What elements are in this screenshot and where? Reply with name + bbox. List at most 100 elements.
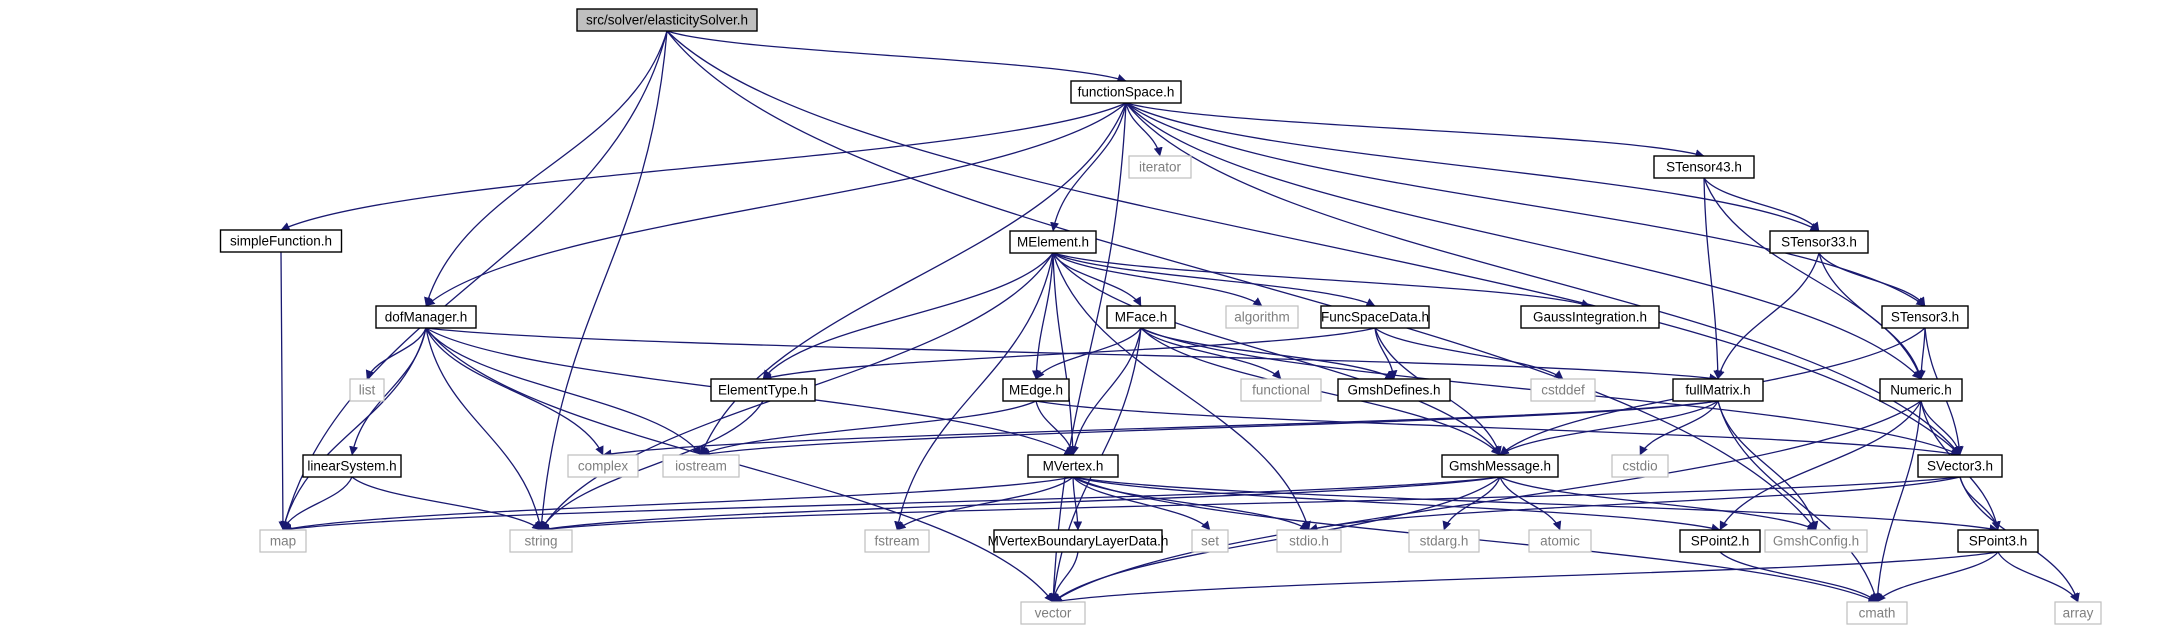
edge-gmshmessage-to-atomic — [1499, 476, 1562, 531]
edge-dofmanager-to-complex — [425, 327, 604, 456]
edge-functionspace-to-melement — [1050, 102, 1127, 232]
node-label-functional: functional — [1252, 383, 1310, 398]
edge-dofmanager-to-list — [365, 327, 427, 380]
edge-medge-to-mvertex — [1035, 400, 1076, 456]
node-simplefunction[interactable]: simpleFunction.h — [219, 229, 343, 253]
node-spoint2[interactable]: SPoint2.h — [1679, 529, 1761, 553]
node-box-list — [349, 378, 385, 402]
node-label-atomic: atomic — [1540, 534, 1580, 549]
edge-melement-to-fstream — [894, 252, 1054, 531]
node-label-gmshdefines: GmshDefines.h — [1347, 383, 1440, 398]
node-label-set: set — [1201, 534, 1219, 549]
edge-melement-to-stdio — [1052, 252, 1311, 531]
edge-mvertex-to-stdio — [1072, 476, 1310, 531]
edge-medge-to-iostream — [700, 400, 1037, 456]
edge-mvertex-to-map — [282, 476, 1074, 533]
node-box-mvertex — [1027, 454, 1119, 478]
node-spoint3[interactable]: SPoint3.h — [1957, 529, 2039, 553]
node-box-spoint2 — [1679, 529, 1761, 553]
node-mvertexboundarylayerdata[interactable]: MVertexBoundaryLayerData.h — [988, 529, 1169, 553]
edge-svector3-to-stdio — [1308, 476, 1961, 533]
node-functionspace[interactable]: functionSpace.h — [1070, 80, 1182, 104]
node-iterator: iterator — [1128, 155, 1192, 179]
node-label-medge: MEdge.h — [1009, 383, 1063, 398]
node-box-melement — [1009, 230, 1097, 254]
node-label-simplefunction: simpleFunction.h — [230, 234, 332, 249]
node-label-svector3: SVector3.h — [1927, 459, 1993, 474]
node-svector3[interactable]: SVector3.h — [1917, 454, 2003, 478]
edge-funcspacedata-to-elementtype — [762, 327, 1376, 382]
node-label-cmath: cmath — [1859, 606, 1896, 621]
node-label-map: map — [270, 534, 296, 549]
edge-fullmatrix-to-complex — [602, 400, 1719, 459]
node-stensor3[interactable]: STensor3.h — [1881, 305, 1969, 329]
node-label-stensor33: STensor33.h — [1781, 235, 1857, 250]
node-numeric[interactable]: Numeric.h — [1879, 378, 1963, 402]
node-stensor33[interactable]: STensor33.h — [1769, 230, 1869, 254]
node-box-simplefunction — [219, 229, 343, 253]
node-box-cmath — [1846, 601, 1908, 625]
node-linearsystem[interactable]: linearSystem.h — [302, 454, 402, 478]
edge-mface-to-mvertex — [1070, 327, 1142, 456]
node-label-elasticitysolver: src/solver/elasticitySolver.h — [586, 13, 748, 28]
node-box-vector — [1020, 601, 1086, 625]
node-elementtype[interactable]: ElementType.h — [710, 378, 816, 402]
edge-numeric-to-cmath — [1873, 400, 1922, 603]
edge-funcspacedata-to-gmshdefines — [1374, 327, 1398, 380]
node-label-spoint3: SPoint3.h — [1969, 534, 2028, 549]
edge-fullmatrix-to-cmath — [1717, 400, 1880, 603]
node-atomic: atomic — [1528, 529, 1592, 553]
edge-melement-to-elementtype — [762, 252, 1054, 380]
edge-functionspace-to-svector3 — [1125, 102, 1961, 456]
node-fullmatrix[interactable]: fullMatrix.h — [1672, 378, 1764, 402]
node-label-array: array — [2063, 606, 2094, 621]
node-box-algorithm — [1225, 305, 1299, 329]
edge-numeric-to-svector3 — [1920, 400, 1963, 456]
node-map: map — [259, 529, 307, 553]
node-functional: functional — [1240, 378, 1322, 402]
node-gmshdefines[interactable]: GmshDefines.h — [1337, 378, 1451, 402]
node-gaussintegration[interactable]: GaussIntegration.h — [1520, 305, 1660, 329]
edge-functionspace-to-numeric — [1125, 102, 1922, 380]
node-funcspacedata[interactable]: FuncSpaceData.h — [1320, 305, 1430, 329]
edge-melement-to-algorithm — [1052, 252, 1263, 307]
edge-spoint3-to-cmath — [1876, 551, 1999, 603]
edge-numeric-to-spoint2 — [1719, 400, 1922, 531]
node-label-gaussintegration: GaussIntegration.h — [1533, 310, 1647, 325]
edge-fullmatrix-to-cstdio — [1639, 400, 1719, 456]
node-algorithm: algorithm — [1225, 305, 1299, 329]
edge-stensor33-to-stensor3 — [1818, 252, 1926, 307]
node-label-iostream: iostream — [675, 459, 727, 474]
node-label-fstream: fstream — [874, 534, 919, 549]
node-box-medge — [1002, 378, 1070, 402]
node-box-functionspace — [1070, 80, 1182, 104]
node-medge[interactable]: MEdge.h — [1002, 378, 1070, 402]
node-mface[interactable]: MFace.h — [1106, 305, 1176, 329]
edge-medge-to-svector3 — [1035, 400, 1961, 458]
node-box-mvertexboundarylayerdata — [993, 529, 1163, 553]
node-elasticitysolver[interactable]: src/solver/elasticitySolver.h — [576, 8, 758, 32]
node-label-cstddef: cstddef — [1541, 383, 1585, 398]
node-melement[interactable]: MElement.h — [1009, 230, 1097, 254]
node-cstdio: cstdio — [1611, 454, 1669, 478]
node-box-funcspacedata — [1320, 305, 1430, 329]
edge-functionspace-to-iterator — [1125, 102, 1163, 157]
edge-gmshmessage-to-map — [282, 476, 1501, 534]
edge-elasticitysolver-to-map — [280, 30, 668, 531]
node-dofmanager[interactable]: dofManager.h — [375, 305, 477, 329]
node-label-string: string — [524, 534, 557, 549]
node-gmshmessage[interactable]: GmshMessage.h — [1441, 454, 1559, 478]
node-stensor43[interactable]: STensor43.h — [1653, 155, 1755, 179]
node-label-funcspacedata: FuncSpaceData.h — [1321, 310, 1429, 325]
edge-stensor43-to-numeric — [1703, 177, 1923, 380]
edge-elasticitysolver-to-dofmanager — [424, 30, 668, 307]
edge-mvertex-to-spoint2 — [1072, 476, 1721, 533]
edge-melement-to-funcspacedata — [1052, 252, 1376, 307]
node-label-list: list — [359, 383, 376, 398]
node-mvertex[interactable]: MVertex.h — [1027, 454, 1119, 478]
node-label-melement: MElement.h — [1017, 235, 1089, 250]
node-stdarg: stdarg.h — [1408, 529, 1480, 553]
edge-svector3-to-spoint3 — [1959, 476, 2001, 531]
node-box-stdarg — [1408, 529, 1480, 553]
node-label-stensor43: STensor43.h — [1666, 160, 1742, 175]
